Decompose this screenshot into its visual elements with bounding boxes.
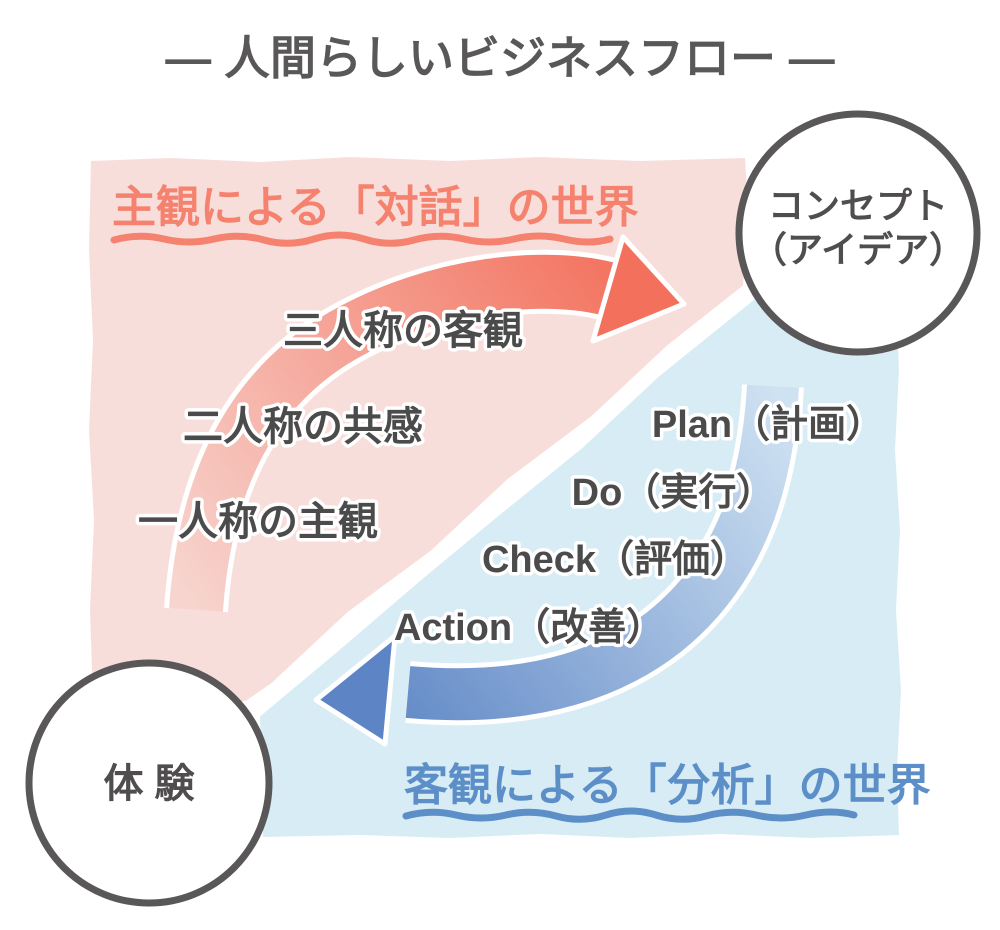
experience-node: 体 験 xyxy=(25,659,273,907)
concept-label-line1: コンセプト xyxy=(768,185,948,226)
step-plan: Plan（計画） xyxy=(652,404,884,446)
page-title: — 人間らしいビジネスフロー — xyxy=(165,32,835,84)
subjective-wavy-underline xyxy=(110,231,614,247)
step-second-person: 二人称の共感 xyxy=(183,405,423,449)
step-first-person: 一人称の主観 xyxy=(138,500,378,544)
experience-label: 体 験 xyxy=(103,762,195,806)
subjective-arrow-head-icon xyxy=(590,234,687,344)
subjective-world-label: 主観による「対話」の世界 xyxy=(112,183,639,232)
pdca-arrow-head-icon xyxy=(313,633,398,747)
step-do: Do（実行） xyxy=(572,472,775,514)
step-third-person: 三人称の客観 xyxy=(283,309,523,353)
subjective-flow-arrow xyxy=(164,234,687,613)
pdca-flow-arrow xyxy=(313,384,804,747)
step-check: Check（評価） xyxy=(482,539,748,581)
objective-world-label: 客観による「分析」の世界 xyxy=(404,761,931,810)
experience-circle xyxy=(25,659,273,907)
concept-node: コンセプト （アイデア） xyxy=(735,110,981,356)
concept-circle xyxy=(735,110,981,356)
objective-wavy-underline xyxy=(402,807,858,823)
step-action: Action（改善） xyxy=(394,607,664,649)
concept-label-line2: （アイデア） xyxy=(751,229,965,270)
